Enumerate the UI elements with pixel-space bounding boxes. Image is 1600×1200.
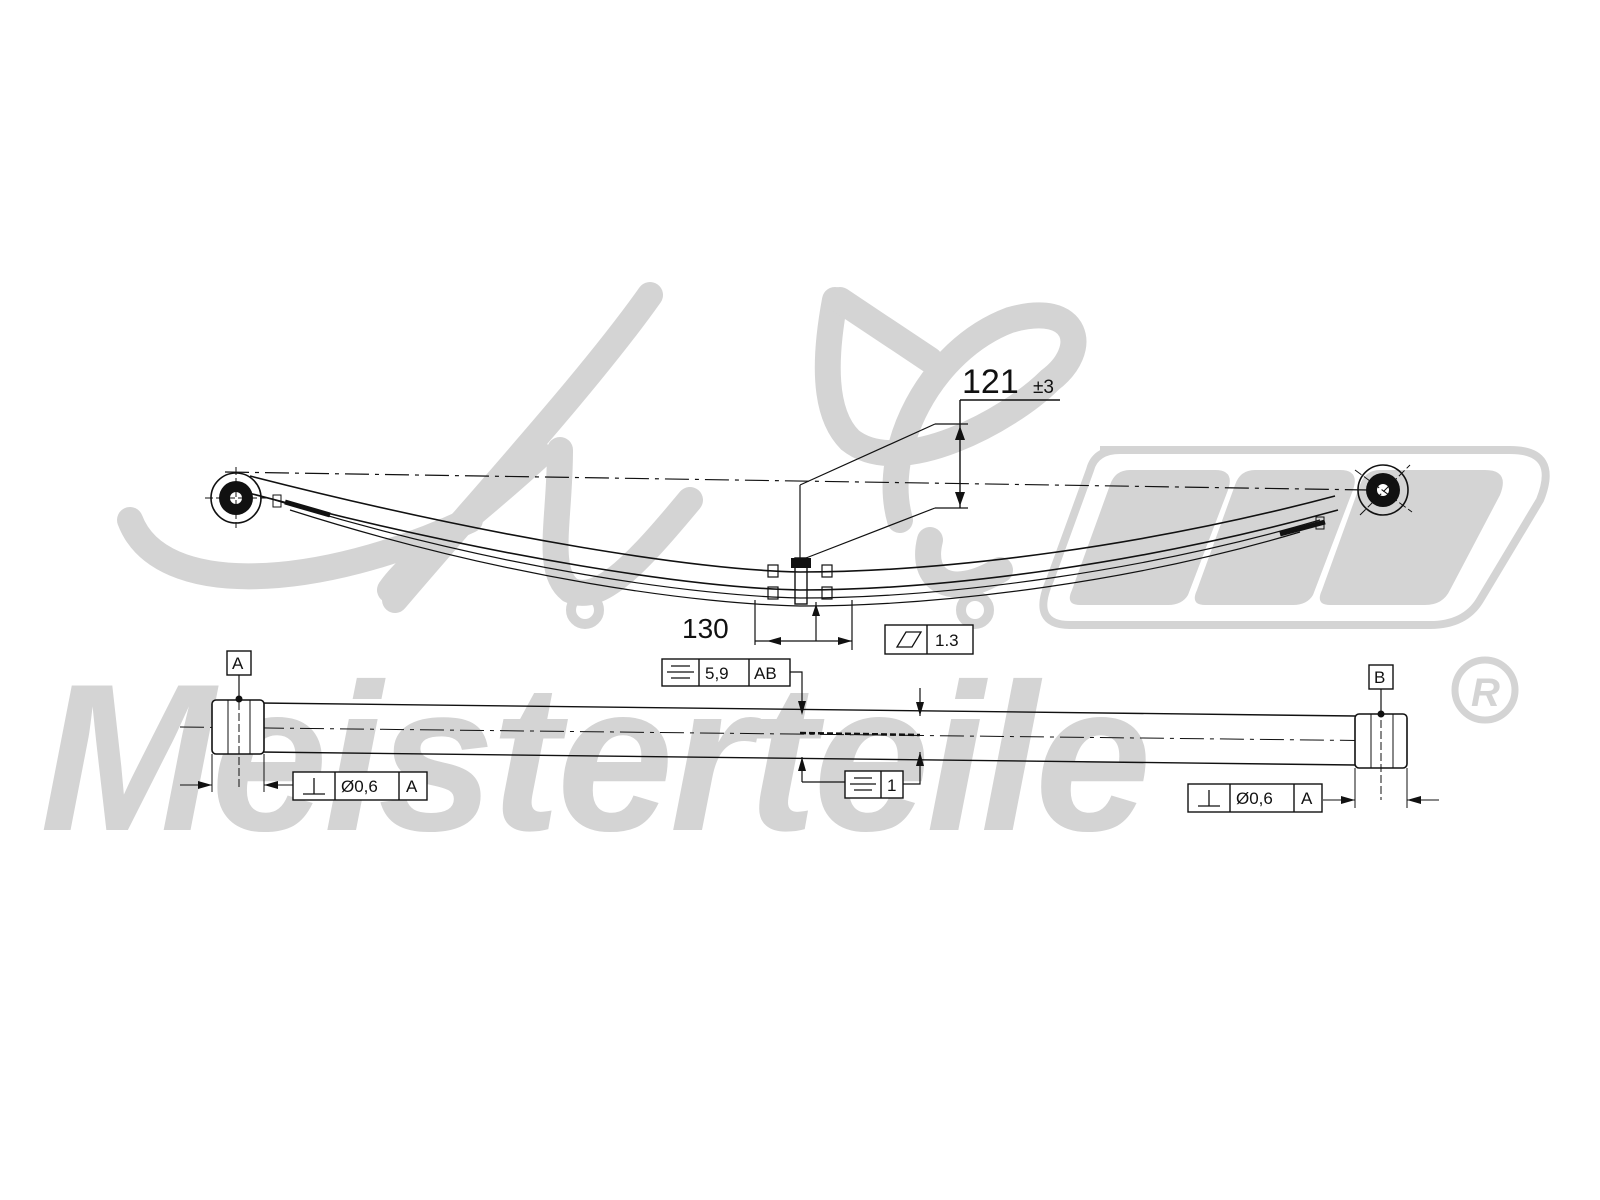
svg-text:R: R <box>1471 671 1500 715</box>
svg-text:5,9: 5,9 <box>705 664 729 683</box>
svg-text:1: 1 <box>887 776 896 795</box>
symmetry-frame-center: 1 <box>844 688 924 799</box>
top-view: A B 5,9 AB <box>179 650 1439 813</box>
right-spring-eye <box>1354 464 1413 516</box>
symmetry-icon <box>850 777 876 791</box>
datum-a-label: A <box>226 650 252 699</box>
svg-text:Ø0,6: Ø0,6 <box>1236 789 1273 808</box>
camber-dimension: 121 ±3 <box>799 363 1060 559</box>
right-bushing <box>1323 698 1439 808</box>
side-view: 121 ±3 130 1.3 <box>205 363 1413 655</box>
am-monogram-icon <box>1039 446 1550 629</box>
svg-text:A: A <box>232 654 244 673</box>
main-leaf <box>249 475 1336 573</box>
registered-mark-icon: R <box>1451 656 1519 724</box>
camber-value: 121 <box>962 363 1019 401</box>
svg-text:AB: AB <box>754 664 777 683</box>
flatness-frame: 1.3 <box>884 624 974 655</box>
svg-text:A: A <box>406 777 418 796</box>
perpendicularity-frame-left: Ø0,6 A <box>292 771 428 801</box>
offset-dimension: 130 <box>682 600 853 650</box>
svg-text:1.3: 1.3 <box>935 631 959 650</box>
flatness-icon <box>895 631 923 648</box>
script-monogram-icon <box>117 282 1087 629</box>
svg-text:A: A <box>1301 789 1313 808</box>
left-spring-eye <box>205 467 268 528</box>
svg-text:B: B <box>1374 668 1385 687</box>
offset-value: 130 <box>682 613 729 644</box>
svg-text:Ø0,6: Ø0,6 <box>341 777 378 796</box>
perpendicularity-frame-right: Ø0,6 A <box>1187 783 1323 813</box>
symmetry-frame-top: 5,9 AB <box>661 658 845 783</box>
perpendicularity-icon <box>303 778 325 795</box>
center-bolt <box>767 557 833 605</box>
datum-b-label: B <box>1368 664 1394 714</box>
brand-watermark-text: Meisterteile <box>40 640 1148 875</box>
camber-tolerance: ±3 <box>1033 377 1054 398</box>
symmetry-icon <box>667 665 694 679</box>
left-bushing <box>180 680 296 792</box>
perpendicularity-icon <box>1198 790 1220 807</box>
watermark: Meisterteile R <box>40 282 1550 875</box>
second-leaf <box>274 499 1321 599</box>
